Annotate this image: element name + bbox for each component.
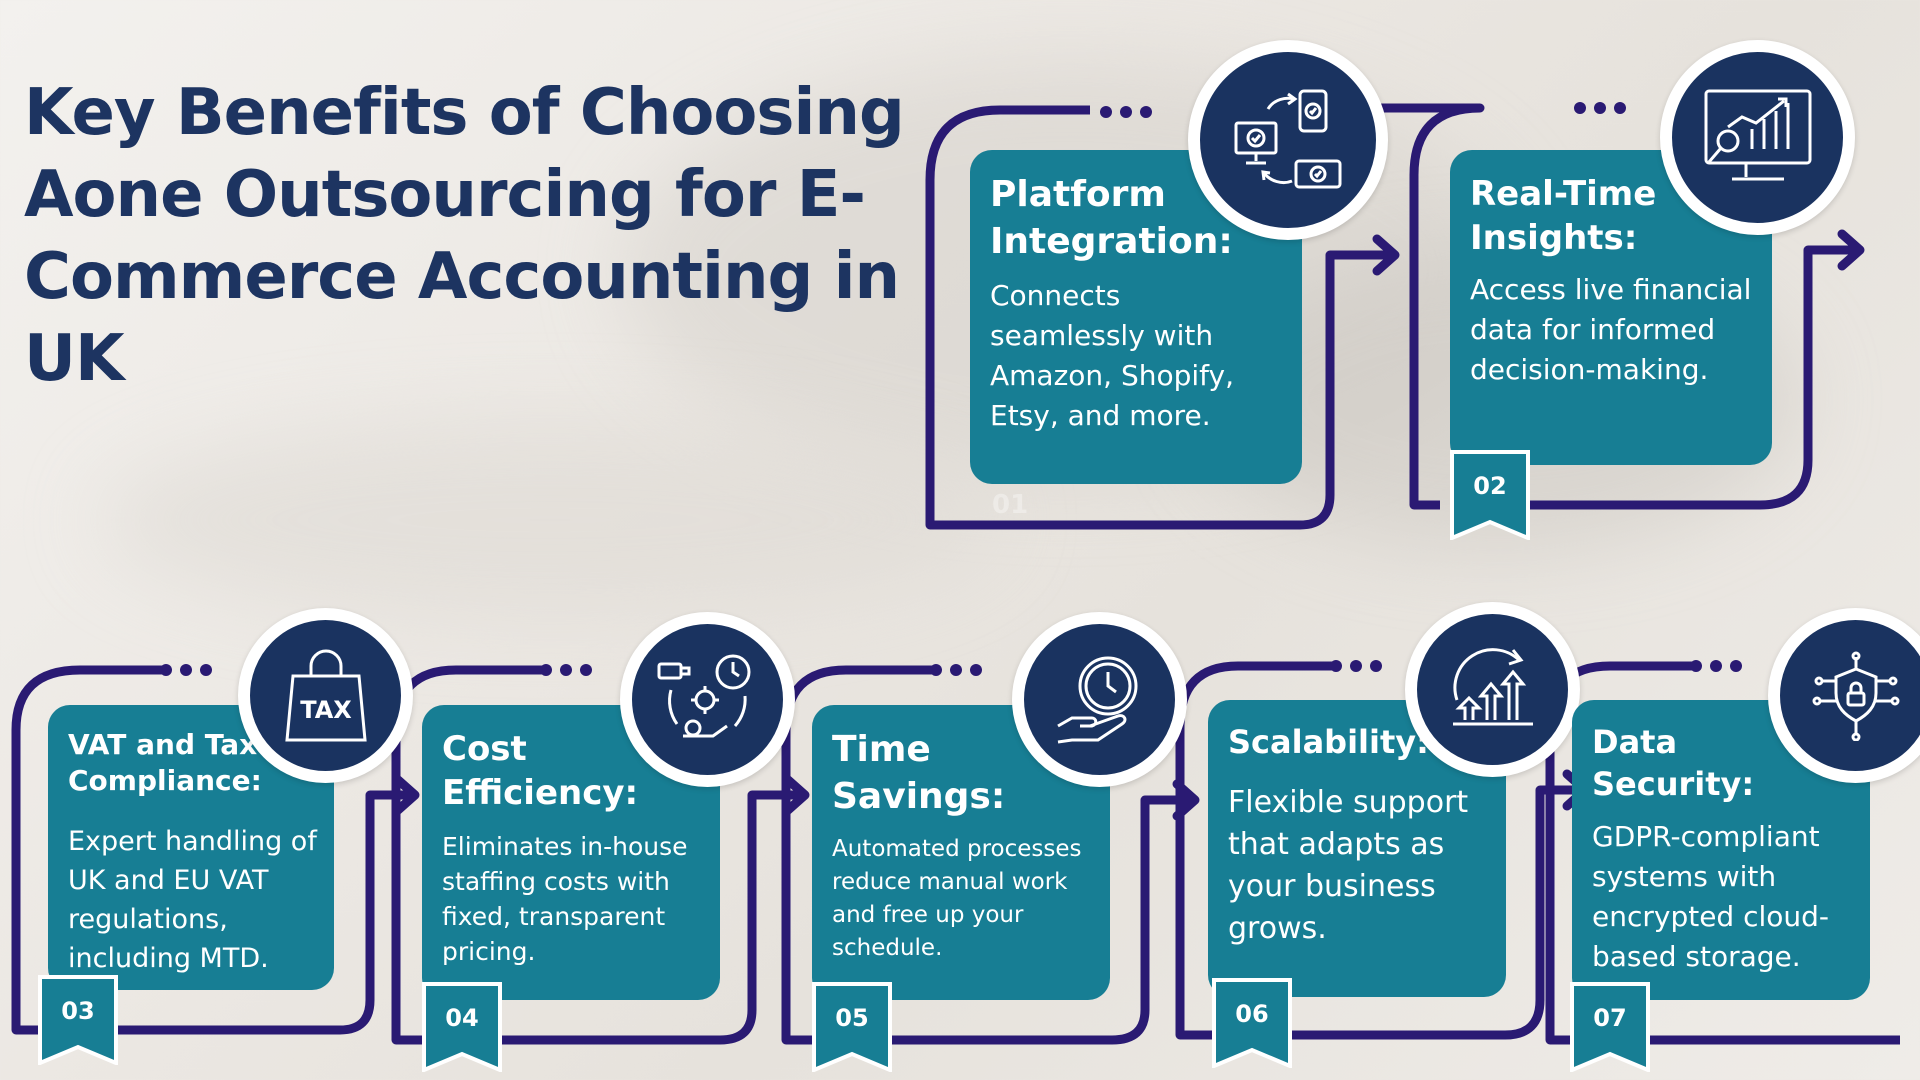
step-heading: Cost Efficiency:: [442, 729, 639, 814]
decor-dots: [1574, 102, 1626, 114]
step-body: Automated processes reduce manual work a…: [832, 835, 1082, 961]
step-number-badge-2: 02: [1450, 450, 1530, 542]
ribbon-badge: [1212, 978, 1292, 1070]
svg-text:TAX: TAX: [300, 696, 352, 724]
step-heading: Platform Integration:: [990, 174, 1233, 262]
step-icon-circle-1: [1188, 40, 1388, 240]
step-number: 03: [61, 997, 95, 1025]
step-card-5: Time Savings: Automated processes reduce…: [812, 705, 1110, 1000]
step-body: Expert handling of UK and EU VAT regulat…: [68, 825, 317, 974]
monitor-analytics-icon: [1704, 89, 1811, 180]
step-number-badge-7: 07: [1570, 982, 1650, 1074]
step-icon-circle-5: [1012, 612, 1187, 787]
cost-cycle-icon: [657, 654, 750, 737]
step-body: Eliminates in-house staffing costs with …: [442, 832, 688, 967]
decor-dots: [540, 664, 592, 676]
security-chip-icon: [1812, 651, 1899, 741]
clock-hand-icon: [1056, 656, 1137, 743]
step-heading: Real-Time Insights:: [1470, 174, 1657, 259]
decor-dots: [1100, 106, 1152, 118]
step-heading: Data Security:: [1592, 723, 1755, 803]
step-number: 06: [1235, 1000, 1269, 1028]
frame-step-2a: [1290, 103, 1485, 510]
step-number: 02: [1473, 472, 1507, 500]
ribbon-badge: [812, 982, 892, 1074]
frame-step-2b: [1522, 245, 1855, 510]
arrow-step-4: [782, 774, 810, 816]
decor-dots: [1690, 660, 1742, 672]
arrow-step-1: [1372, 234, 1400, 276]
ribbon-badge: [422, 982, 502, 1074]
ribbon-badge: [1570, 982, 1650, 1074]
decor-dots: [930, 664, 982, 676]
arrow-step-3: [392, 774, 420, 816]
step-body: Connects seamlessly with Amazon, Shopify…: [990, 278, 1235, 432]
step-number-ghost: 01: [992, 490, 1029, 520]
step-number: 07: [1593, 1004, 1627, 1032]
ribbon-badge: [38, 975, 118, 1067]
decor-dots: [160, 664, 212, 676]
step-icon-circle-7: [1768, 608, 1920, 783]
devices-sync-icon: [1234, 89, 1342, 189]
step-body: GDPR-compliant systems with encrypted cl…: [1592, 820, 1830, 974]
step-number-badge-5: 05: [812, 982, 892, 1074]
step-icon-circle-4: [620, 612, 795, 787]
frame-step-1: [925, 105, 1390, 530]
step-heading: Time Savings:: [832, 729, 1006, 817]
step-icon-circle-2: [1660, 40, 1855, 235]
step-number: 04: [445, 1004, 479, 1032]
arrow-step-5: [1172, 779, 1200, 821]
step-number-badge-3: 03: [38, 975, 118, 1067]
step-heading: Scalability:: [1228, 723, 1429, 761]
growth-arrows-icon: [1452, 647, 1533, 725]
step-number-badge-4: 04: [422, 982, 502, 1074]
step-heading: VAT and Tax Compliance:: [68, 728, 262, 798]
step-body: Flexible support that adapts as your bus…: [1228, 784, 1469, 946]
step-icon-circle-3: TAX: [238, 608, 413, 783]
step-number-badge-6: 06: [1212, 978, 1292, 1070]
page-title: Key Benefits of Choosing Aone Outsourcin…: [24, 76, 905, 396]
step-body: Access live financial data for informed …: [1470, 273, 1752, 387]
step-number: 05: [835, 1004, 869, 1032]
tax-bag-icon: TAX: [284, 649, 367, 741]
decor-dots: [1330, 660, 1382, 672]
frame-step-3: [11, 665, 410, 1035]
arrow-step-2: [1837, 229, 1865, 271]
ribbon-badge: [1450, 450, 1530, 542]
step-icon-circle-6: [1405, 602, 1580, 777]
